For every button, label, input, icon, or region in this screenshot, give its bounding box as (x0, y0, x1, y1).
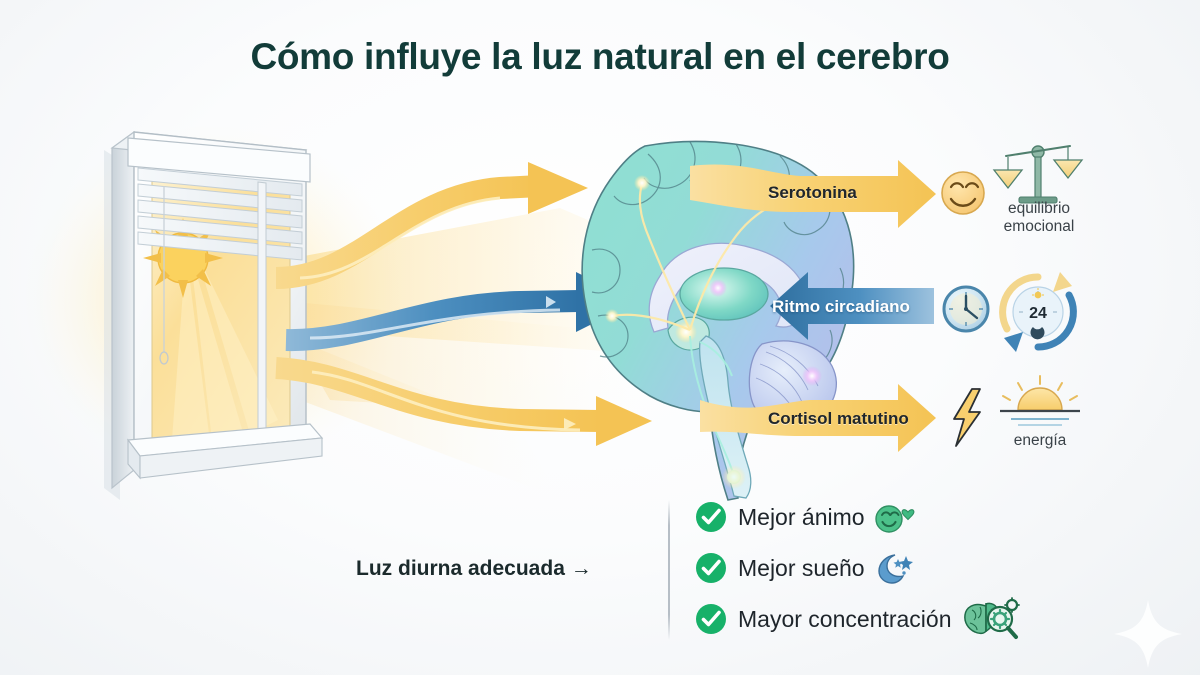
pathway-label-serotonina: Serotonina (768, 183, 857, 202)
lightning-bolt-icon (953, 388, 981, 447)
pathway-label-cortisol-matutino: Cortisol matutino (768, 409, 909, 428)
sun-icon (143, 218, 223, 298)
benefit-label: Mejor ánimo (738, 503, 865, 530)
pathway-label-ritmo-circadiano: Ritmo circadiano (772, 297, 910, 316)
benefit-item-mejor-sueno: Mejor sueño (694, 545, 917, 591)
check-circle-icon (696, 604, 726, 634)
crescent-moon-stars-icon (873, 551, 917, 585)
check-circle-icon (696, 502, 726, 532)
clock-icon (942, 285, 990, 333)
outcome-caption-energia: energía (1013, 432, 1067, 449)
green-smiley-heart-icon (873, 500, 917, 534)
24h-cycle-icon: 24 (999, 272, 1077, 352)
svg-text:24: 24 (1029, 305, 1047, 322)
benefit-label: Mejor sueño (738, 554, 865, 581)
page-title: Cómo influye la luz natural en el cerebr… (250, 36, 950, 77)
outcome-caption-equilibrio-emocional: equilibrio emocional (1003, 200, 1075, 235)
benefits-list: Mejor ánimo Mejor sueño (668, 494, 1098, 644)
sunrise-icon (1000, 375, 1080, 426)
benefits-divider (668, 500, 670, 640)
benefit-label: Mayor concentración (738, 605, 952, 632)
smiling-face-icon (941, 171, 985, 215)
daylight-cue-label: Luz diurna adecuada → (356, 557, 592, 580)
check-circle-icon (696, 553, 726, 583)
benefit-item-mejor-animo: Mejor ánimo (694, 494, 917, 540)
benefit-item-mayor-concentracion: Mayor concentración (694, 596, 1020, 642)
brain-magnifier-gears-icon (960, 597, 1020, 641)
balance-scale-icon (992, 145, 1084, 204)
